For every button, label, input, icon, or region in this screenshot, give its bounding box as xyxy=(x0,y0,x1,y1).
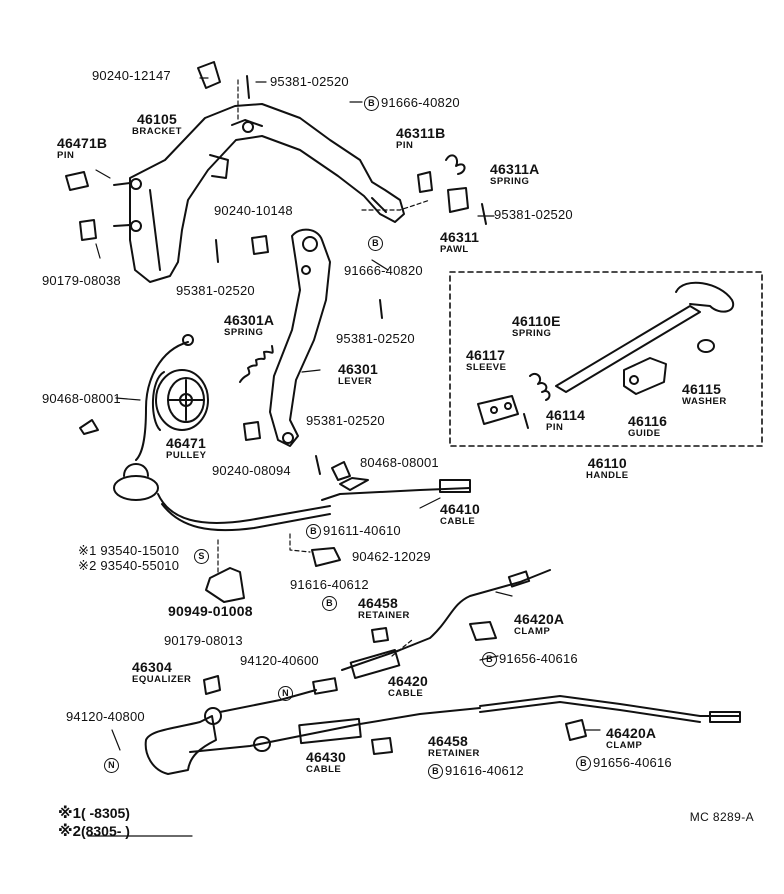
label-90240-10148: 90240-10148 xyxy=(214,203,293,218)
lever-46301-drawing xyxy=(269,228,383,447)
front-wire-drawing xyxy=(79,334,331,532)
n-badge-upper: N xyxy=(278,686,295,702)
b-badge-icon: B xyxy=(482,652,497,668)
bracket-46105-drawing xyxy=(113,103,405,283)
b-badge-mid: B xyxy=(368,236,385,252)
b-badge-low: B xyxy=(322,596,339,612)
handle-46110-drawing xyxy=(477,281,735,429)
label-90240-12147: 90240-12147 xyxy=(92,68,171,83)
label-90462-12029: 90462-12029 xyxy=(352,549,431,564)
middle-small-parts xyxy=(205,421,351,603)
label-90468-08001-a: 90468-08001 xyxy=(42,391,121,406)
b-badge-icon: B xyxy=(306,524,321,540)
spring-46301a-drawing xyxy=(239,345,274,383)
leader-lines xyxy=(217,79,431,657)
label-90949-01008: 90949-01008 xyxy=(168,603,253,619)
handle-assembly-box xyxy=(449,271,763,447)
label-91666-40820-b: 91666-40820 xyxy=(344,263,423,278)
cable-46410-drawing xyxy=(321,477,471,501)
label-95381-02520-d: 95381-02520 xyxy=(336,331,415,346)
note-2: ※2(8305- ) xyxy=(58,823,130,840)
n-badge-icon: N xyxy=(278,686,293,702)
label-90179-08013: 90179-08013 xyxy=(164,633,243,648)
b-badge-icon: B xyxy=(576,756,591,772)
label-95381-02520-e: 95381-02520 xyxy=(306,413,385,428)
label-94120-40600: 94120-40600 xyxy=(240,653,319,668)
diagram-reference-code: MC 8289-A xyxy=(689,810,754,824)
b-badge-icon: B xyxy=(364,96,379,112)
label-91616-40612-a: 91616-40612 xyxy=(290,577,369,592)
label-90179-08038: 90179-08038 xyxy=(42,273,121,288)
label-80468-08001: 80468-08001 xyxy=(360,455,439,470)
label-94120-40800: 94120-40800 xyxy=(66,709,145,724)
s-badge-icon: S xyxy=(194,549,209,565)
s-badge: S xyxy=(194,549,211,565)
note-1: ※1( -8305) xyxy=(58,805,130,822)
label-93540-55010: ※2 93540-55010 xyxy=(78,558,180,573)
equalizer-46304-drawing xyxy=(144,675,741,775)
top-small-parts xyxy=(65,61,487,263)
b-badge-icon: B xyxy=(428,764,443,780)
n-badge-icon: N xyxy=(104,758,119,774)
label-95381-02520-b: 95381-02520 xyxy=(494,207,573,222)
n-badge-lower: N xyxy=(104,758,121,774)
cable-46420-drawing xyxy=(312,569,551,695)
b-badge-icon: B xyxy=(368,236,383,252)
b-badge-icon: B xyxy=(322,596,337,612)
label-95381-02520-c: 95381-02520 xyxy=(176,283,255,298)
pulley-46471-drawing xyxy=(151,369,209,431)
label-93540-15010: ※1 93540-15010 xyxy=(78,543,180,558)
label-90240-08094: 90240-08094 xyxy=(212,463,291,478)
label-95381-02520-a: 95381-02520 xyxy=(270,74,349,89)
